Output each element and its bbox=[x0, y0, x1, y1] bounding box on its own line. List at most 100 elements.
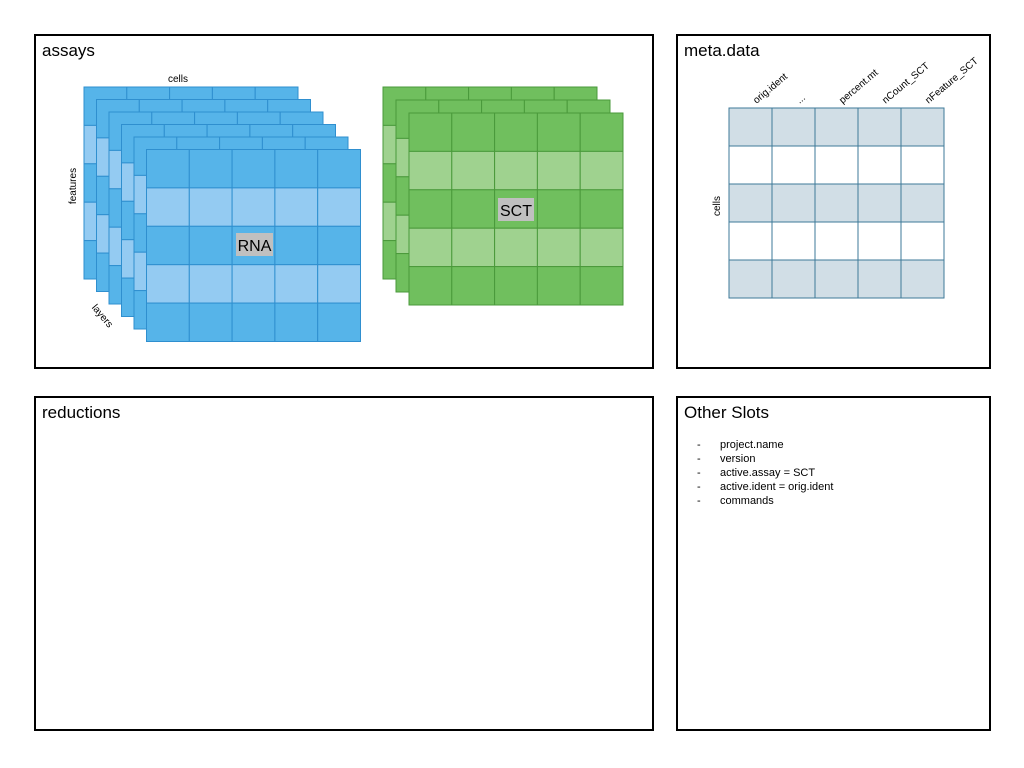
sct-cell bbox=[536, 266, 581, 306]
sct-cell bbox=[536, 227, 581, 268]
sct-layer bbox=[408, 112, 624, 306]
rna-cell bbox=[274, 187, 319, 227]
sct-cell bbox=[494, 150, 538, 191]
rna-cell bbox=[317, 187, 362, 227]
rna-cell bbox=[188, 149, 233, 189]
meta-data-column-header: orig.ident bbox=[751, 71, 790, 106]
sct-label: SCT bbox=[500, 203, 532, 220]
rna-label: RNA bbox=[238, 238, 272, 255]
meta-data-cell bbox=[771, 221, 816, 261]
rna-cell bbox=[188, 302, 233, 343]
meta-data-cell bbox=[900, 221, 945, 261]
meta-cells-axis-label: cells bbox=[712, 196, 723, 216]
sct-cell bbox=[579, 112, 624, 152]
rna-cell bbox=[188, 225, 233, 266]
rna-cell bbox=[274, 302, 319, 343]
meta-data-table bbox=[728, 107, 945, 299]
reductions-panel: reductions bbox=[34, 396, 654, 731]
sct-cell bbox=[451, 150, 496, 191]
sct-cell bbox=[536, 112, 581, 152]
slot-item: -version bbox=[697, 453, 756, 465]
sct-cell bbox=[579, 227, 624, 268]
rna-cell bbox=[317, 225, 362, 266]
sct-cell bbox=[536, 189, 581, 229]
meta-data-cell bbox=[814, 183, 859, 223]
sct-cell bbox=[408, 150, 453, 191]
layers-axis-label: layers bbox=[89, 303, 115, 331]
sct-cell bbox=[579, 150, 624, 191]
rna-cell bbox=[146, 149, 190, 189]
reductions-title: reductions bbox=[42, 403, 121, 422]
meta-data-cell bbox=[857, 107, 902, 147]
meta-data-cell bbox=[900, 183, 945, 223]
rna-stack bbox=[83, 86, 362, 343]
rna-cell bbox=[231, 264, 276, 304]
meta-data-cell bbox=[728, 145, 773, 185]
other-slots-title: Other Slots bbox=[684, 403, 770, 422]
sct-cell bbox=[451, 266, 496, 306]
sct-cell bbox=[494, 112, 538, 152]
meta-data-cell bbox=[771, 145, 816, 185]
other-slots-panel: Other Slots -project.name -version -acti… bbox=[676, 396, 991, 731]
sct-cell bbox=[536, 150, 581, 191]
meta-data-cell bbox=[857, 221, 902, 261]
meta-data-column-header: ... bbox=[794, 93, 807, 107]
assays-panel: assays cells features layers RNA SCT bbox=[34, 34, 654, 369]
rna-cell bbox=[188, 264, 233, 304]
rna-cell bbox=[317, 264, 362, 304]
meta-data-column-header: percent.mt bbox=[837, 67, 880, 106]
slot-item: -project.name bbox=[697, 439, 784, 451]
rna-cell bbox=[146, 302, 190, 343]
sct-cell bbox=[408, 266, 453, 306]
meta-data-cell bbox=[900, 107, 945, 147]
meta-data-title: meta.data bbox=[684, 41, 760, 60]
assays-title: assays bbox=[42, 41, 95, 60]
meta-data-cell bbox=[728, 221, 773, 261]
rna-cell bbox=[146, 264, 190, 304]
meta-data-cell bbox=[900, 145, 945, 185]
sct-cell bbox=[494, 266, 538, 306]
rna-cell bbox=[231, 149, 276, 189]
meta-data-cell bbox=[728, 259, 773, 299]
features-axis-label: features bbox=[68, 168, 79, 204]
rna-label-bg bbox=[236, 233, 273, 256]
slot-item: -active.ident = orig.ident bbox=[697, 481, 834, 493]
meta-data-cell bbox=[771, 183, 816, 223]
sct-stack bbox=[382, 86, 624, 306]
rna-cell bbox=[146, 187, 190, 227]
meta-data-cell bbox=[814, 221, 859, 261]
cells-axis-label: cells bbox=[168, 74, 188, 85]
sct-cell bbox=[579, 266, 624, 306]
rna-cell bbox=[317, 149, 362, 189]
sct-cell bbox=[408, 189, 453, 229]
rna-cell bbox=[317, 302, 362, 343]
slot-item: -commands bbox=[697, 495, 774, 507]
meta-data-cell bbox=[857, 145, 902, 185]
sct-cell bbox=[408, 112, 453, 152]
rna-cell bbox=[146, 225, 190, 266]
sct-cell bbox=[451, 227, 496, 268]
sct-cell bbox=[451, 112, 496, 152]
rna-cell bbox=[231, 187, 276, 227]
meta-data-cell bbox=[728, 107, 773, 147]
meta-data-cell bbox=[814, 259, 859, 299]
rna-layer bbox=[146, 149, 362, 343]
rna-cell bbox=[274, 149, 319, 189]
rna-cell bbox=[231, 302, 276, 343]
sct-cell bbox=[494, 227, 538, 268]
meta-data-cell bbox=[857, 259, 902, 299]
meta-data-cell bbox=[814, 107, 859, 147]
meta-data-column-header: nFeature_SCT bbox=[923, 56, 980, 107]
slot-item: -active.assay = SCT bbox=[697, 467, 816, 479]
meta-data-cell bbox=[728, 183, 773, 223]
sct-label-bg bbox=[498, 198, 534, 221]
sct-cell bbox=[579, 189, 624, 229]
sct-cell bbox=[451, 189, 496, 229]
sct-cell bbox=[408, 227, 453, 268]
meta-data-cell bbox=[814, 145, 859, 185]
assays-diagram: cells features layers RNA SCT bbox=[68, 74, 624, 343]
rna-cell bbox=[274, 264, 319, 304]
meta-data-cell bbox=[857, 183, 902, 223]
